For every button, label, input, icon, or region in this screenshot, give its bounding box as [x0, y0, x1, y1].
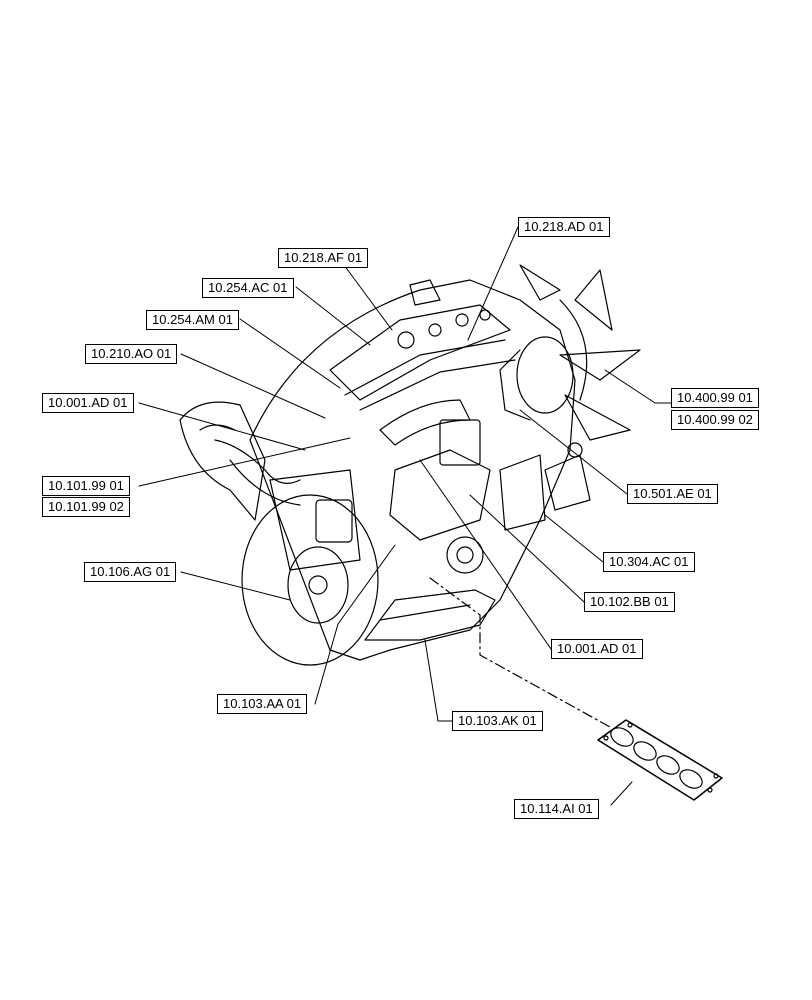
callout-10-218-af-01[interactable]: 10.218.AF 01 [278, 248, 369, 268]
callout-10-106-ag-01[interactable]: 10.106.AG 01 [84, 562, 177, 582]
callout-10-103-ak-01[interactable]: 10.103.AK 01 [452, 711, 543, 731]
callout-10-400-99-02[interactable]: 10.400.99 02 [671, 410, 759, 430]
callout-10-101-99-01[interactable]: 10.101.99 01 [42, 476, 130, 496]
head-gasket-illustration [597, 719, 723, 801]
callout-10-254-ac-01[interactable]: 10.254.AC 01 [202, 278, 294, 298]
engine-illustration [179, 264, 641, 728]
callout-10-218-ad-01[interactable]: 10.218.AD 01 [518, 217, 610, 237]
callout-10-102-bb-01[interactable]: 10.102.BB 01 [584, 592, 675, 612]
callout-10-210-ao-01[interactable]: 10.210.AO 01 [85, 344, 178, 364]
callout-10-304-ac-01[interactable]: 10.304.AC 01 [603, 552, 695, 572]
leader-lines [138, 226, 672, 806]
callout-10-114-ai-01[interactable]: 10.114.AI 01 [514, 799, 599, 819]
callout-10-254-am-01[interactable]: 10.254.AM 01 [146, 310, 239, 330]
callout-10-400-99-01[interactable]: 10.400.99 01 [671, 388, 759, 408]
callout-10-101-99-02[interactable]: 10.101.99 02 [42, 497, 130, 517]
callout-10-501-ae-01[interactable]: 10.501.AE 01 [627, 484, 718, 504]
callout-10-001-ad-01-right[interactable]: 10.001.AD 01 [551, 639, 643, 659]
callout-10-103-aa-01[interactable]: 10.103.AA 01 [217, 694, 308, 714]
callout-10-001-ad-01-left[interactable]: 10.001.AD 01 [42, 393, 134, 413]
